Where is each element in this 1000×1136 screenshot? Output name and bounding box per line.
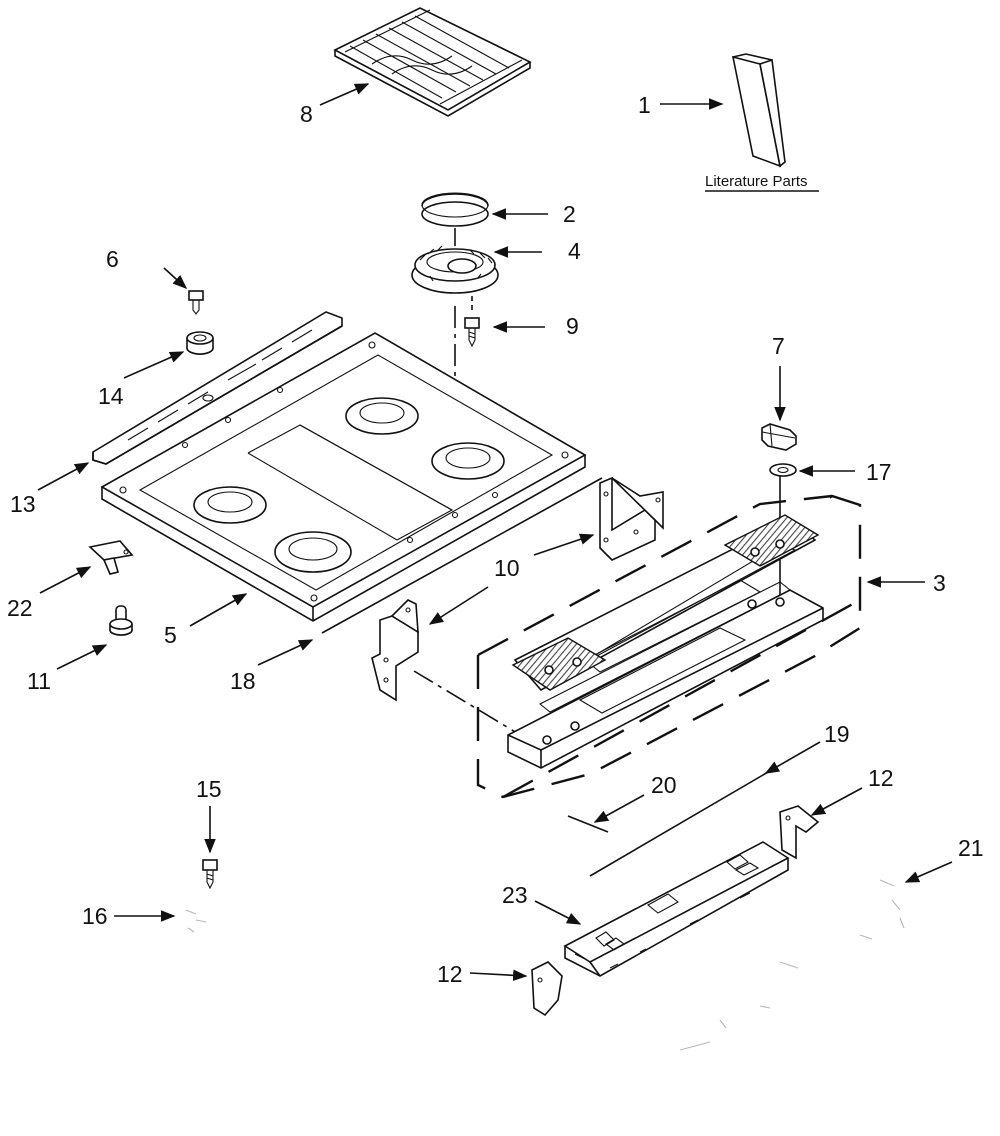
bezel-part	[769, 463, 797, 477]
side-bracket-left	[371, 599, 419, 702]
callout-18: 18	[230, 668, 256, 694]
callout-19: 19	[824, 721, 850, 747]
callout-5: 5	[164, 622, 177, 648]
literature-part	[731, 53, 786, 168]
callout-15: 15	[196, 776, 222, 802]
leveling-leg-part	[109, 605, 133, 636]
callout-2: 2	[563, 201, 576, 227]
cooktop-part	[100, 332, 587, 622]
screw-part-6	[188, 290, 204, 315]
callout-8: 8	[300, 101, 313, 127]
pin-part	[567, 815, 609, 833]
small-bracket-upper	[779, 805, 820, 860]
rod-part	[589, 767, 776, 877]
clip-part	[88, 540, 134, 575]
callout-21: 21	[958, 835, 984, 861]
faint-part-16	[185, 909, 207, 933]
bracket-alignment-line	[413, 670, 518, 734]
callout-14: 14	[98, 383, 124, 409]
callout-17: 17	[866, 459, 892, 485]
callout-13: 13	[10, 491, 36, 517]
callout-3: 3	[933, 570, 946, 596]
callout-11: 11	[27, 668, 51, 694]
callout-1: 1	[638, 92, 651, 118]
rear-trim-part	[92, 311, 343, 465]
callout-22: 22	[7, 595, 33, 621]
screw-part-15	[202, 859, 218, 890]
small-bracket-lower	[531, 961, 563, 1017]
callout-9: 9	[566, 313, 579, 339]
callout-20: 20	[651, 772, 677, 798]
control-panel-assembly	[476, 494, 862, 799]
side-bracket-right	[599, 476, 664, 561]
callout-16: 16	[82, 903, 108, 929]
callout-6: 6	[106, 246, 119, 272]
callout-4: 4	[568, 238, 581, 264]
faint-part-21	[679, 879, 905, 1051]
callout-10-upper: 10	[494, 555, 520, 581]
callout-23: 23	[502, 882, 528, 908]
knob-part	[761, 423, 797, 451]
control-board-part	[563, 841, 790, 977]
callout-12-lower: 12	[437, 961, 463, 987]
screw-part-9	[464, 296, 480, 348]
grommet-part	[186, 331, 214, 355]
callout-7: 7	[772, 333, 785, 359]
grate-part	[333, 7, 532, 117]
burner-cap-part	[421, 192, 489, 227]
burner-base-part	[411, 228, 499, 294]
gasket-strip-part	[321, 477, 603, 634]
literature-parts-label: Literature Parts	[705, 173, 808, 190]
callout-12-upper: 12	[868, 765, 894, 791]
